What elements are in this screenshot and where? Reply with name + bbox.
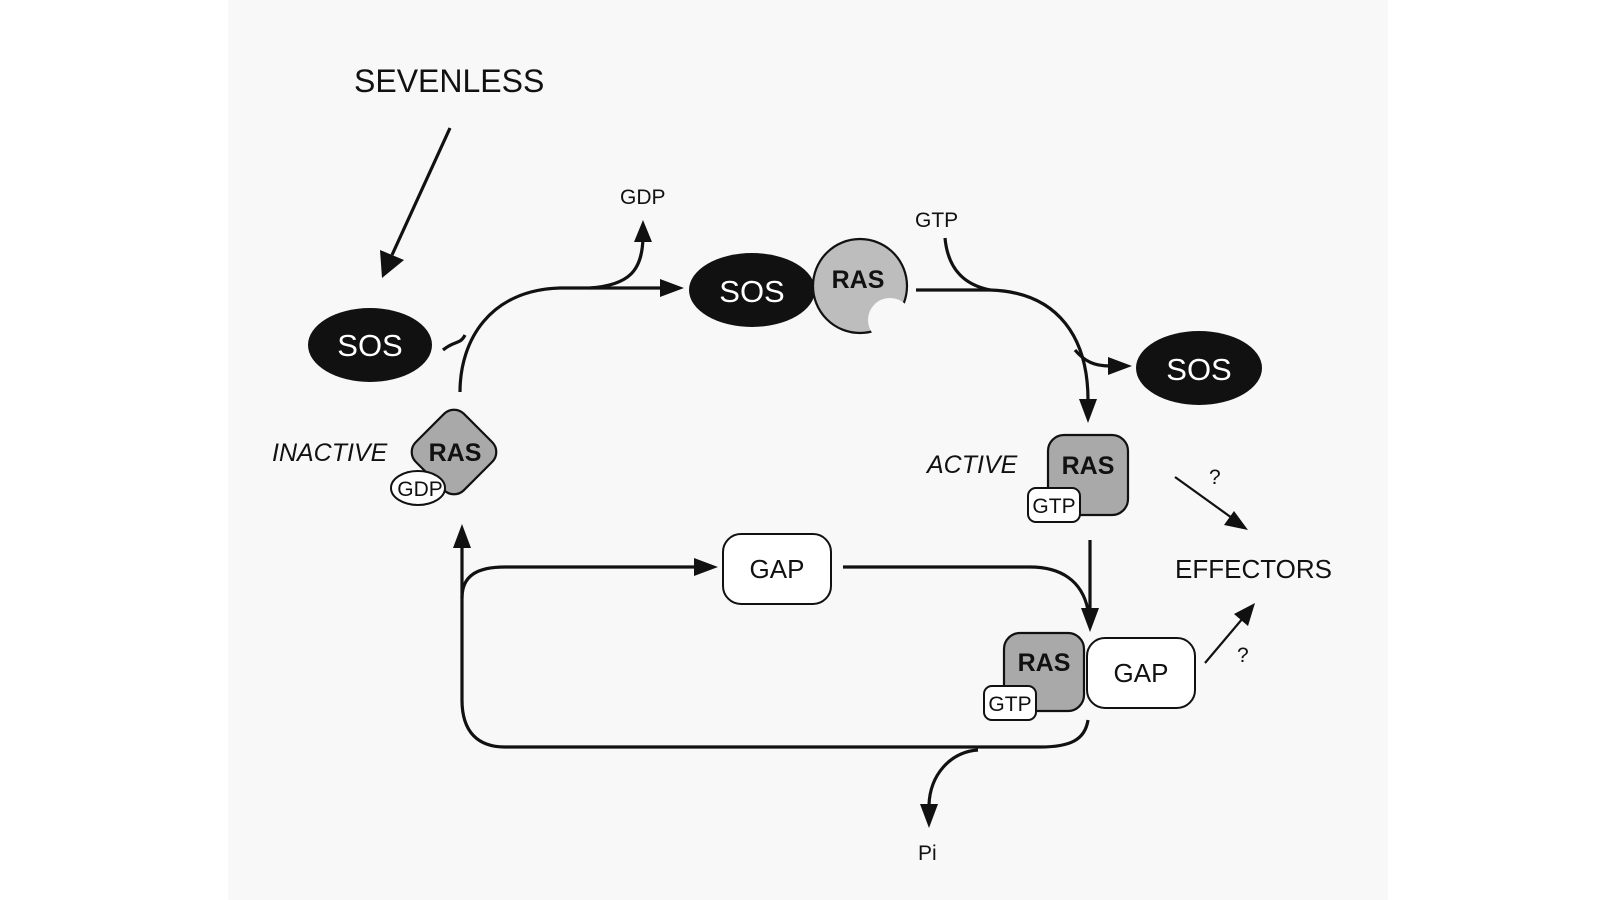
sos-inactive-label: SOS [337,328,402,363]
ras-active: RAS GTP [1027,433,1130,523]
sevenless-arrow [380,127,452,278]
gtp-bound-active-label: GTP [1032,495,1075,518]
gtp-incoming-label: GTP [915,209,958,232]
gap-complex-label: GAP [1114,658,1169,688]
sos-released-label: SOS [1166,352,1231,387]
ras-complex-label: RAS [832,266,885,294]
ras-inactive-label: RAS [429,439,482,467]
active-label: ACTIVE [925,451,1018,479]
sevenless-title: SEVENLESS [354,63,544,99]
effector-arrow-upper [1174,476,1248,530]
effector-arrow-lower [1204,603,1255,664]
pi-release-arrow [920,748,979,828]
question-lower: ? [1237,644,1249,667]
ras-active-label: RAS [1062,452,1115,480]
ras-gap-complex-label: RAS [1018,649,1071,677]
gdp-release-arrow [589,220,652,290]
ras-gap-complex: RAS GTP GAP [983,631,1196,721]
gap-cycle-loop [453,524,1090,749]
gtp-bound-gap-label: GTP [988,693,1031,716]
question-upper: ? [1209,466,1221,489]
gtp-incoming-arrow [943,237,991,292]
gap-free: GAP [722,533,832,605]
effectors-label: EFFECTORS [1175,554,1332,584]
ras-inactive: RAS GDP [390,408,498,506]
sos-inactive: SOS [308,308,432,382]
sos-ras-complex: SOS RAS [689,237,912,342]
gap-binding-arrow [1081,540,1099,632]
exchange-arrow [916,288,1132,423]
inactive-label: INACTIVE [272,439,388,467]
gdp-bound-label: GDP [397,478,443,501]
pi-released-label: Pi [918,842,937,865]
gdp-released-label: GDP [620,186,666,209]
activation-arrow [441,279,684,393]
gap-free-label: GAP [750,554,805,584]
sos-released: SOS [1136,331,1262,405]
sos-complex-label: SOS [719,274,784,309]
